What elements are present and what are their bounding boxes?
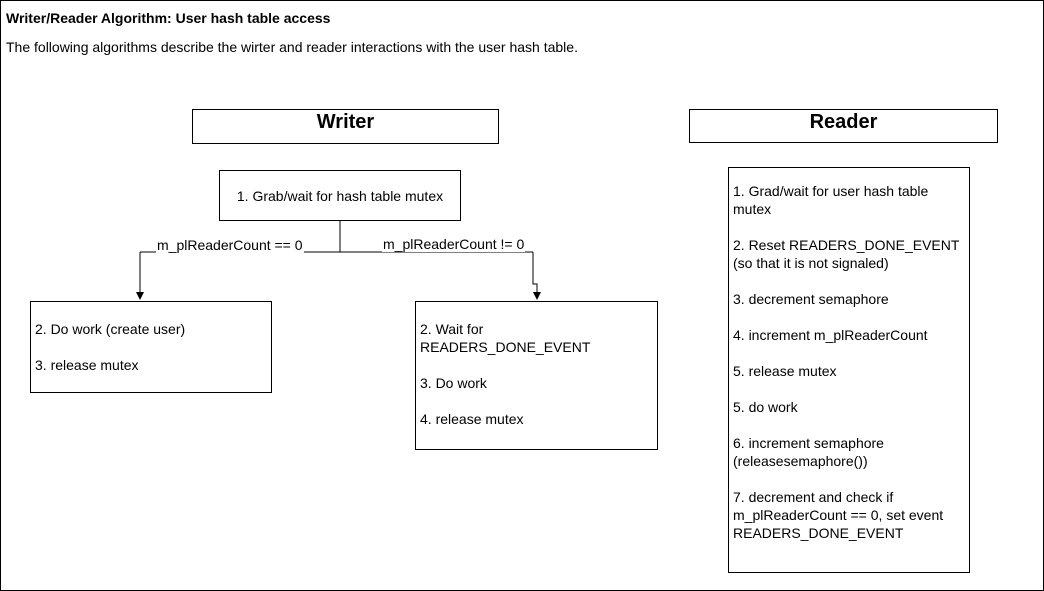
writer-left-step-3: 3. release mutex [35,357,139,373]
connector-right-arrow [532,252,541,300]
diagram-description: The following algorithms describe the wi… [6,39,578,55]
reader-step-3: 3. decrement semaphore [733,291,889,307]
writer-left-step-2: 2. Do work (create user) [35,321,186,337]
writer-header: Writer [192,109,499,144]
reader-step-7: 7. decrement and check if m_plReaderCoun… [733,489,944,541]
writer-right-step-3: 3. Do work [420,375,487,391]
reader-step-2: 2. Reset READERS_DONE_EVENT (so that it … [733,237,960,271]
edge-label-readercount-zero: m_plReaderCount == 0 [156,237,304,253]
writer-right-step-4: 4. release mutex [420,411,524,427]
writer-step1-box: 1. Grab/wait for hash table mutex [219,170,461,221]
writer-right-step-2: 2. Wait for READERS_DONE_EVENT [420,321,591,355]
reader-step-4: 4. increment m_plReaderCount [733,327,928,343]
writer-readers-active-box: 2. Wait for READERS_DONE_EVENT 3. Do wor… [415,301,658,450]
reader-header-label: Reader [809,110,878,133]
reader-step-5b: 5. do work [733,399,798,415]
reader-steps-box: 1. Grad/wait for user hash table mutex 2… [728,167,970,573]
edge-label-readercount-nonzero: m_plReaderCount != 0 [382,236,526,252]
writer-step1-text: 1. Grab/wait for hash table mutex [236,187,444,204]
reader-header: Reader [689,109,998,143]
reader-step-6: 6. increment semaphore (releasesemaphore… [733,435,884,469]
diagram-title: Writer/Reader Algorithm: User hash table… [6,10,331,26]
writer-zero-readers-box: 2. Do work (create user) 3. release mute… [30,301,272,393]
writer-header-label: Writer [316,111,375,133]
reader-step-5: 5. release mutex [733,363,837,379]
reader-step-1: 1. Grad/wait for user hash table mutex [733,183,929,217]
